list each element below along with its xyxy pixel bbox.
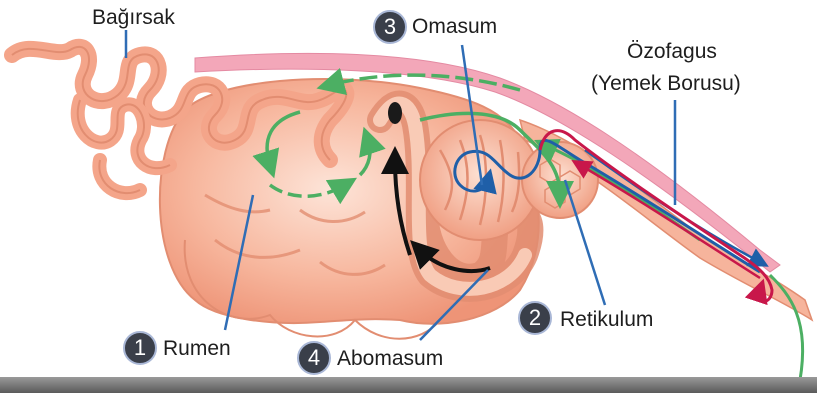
label-esophagus-line2: (Yemek Borusu) [591,73,741,94]
label-esophagus-line1: Özofagus [627,41,717,62]
badge-omasum: 3 [373,10,407,44]
label-abomasum: Abomasum [337,348,443,369]
label-rumen: Rumen [163,338,231,359]
label-omasum: Omasum [412,16,497,37]
label-intestine: Bağırsak [92,7,175,28]
bottom-bar [0,377,817,393]
pylorus [388,102,402,124]
badge-abomasum: 4 [297,341,331,375]
badge-reticulum: 2 [518,301,552,335]
badge-rumen: 1 [123,331,157,365]
label-reticulum: Retikulum [560,309,653,330]
